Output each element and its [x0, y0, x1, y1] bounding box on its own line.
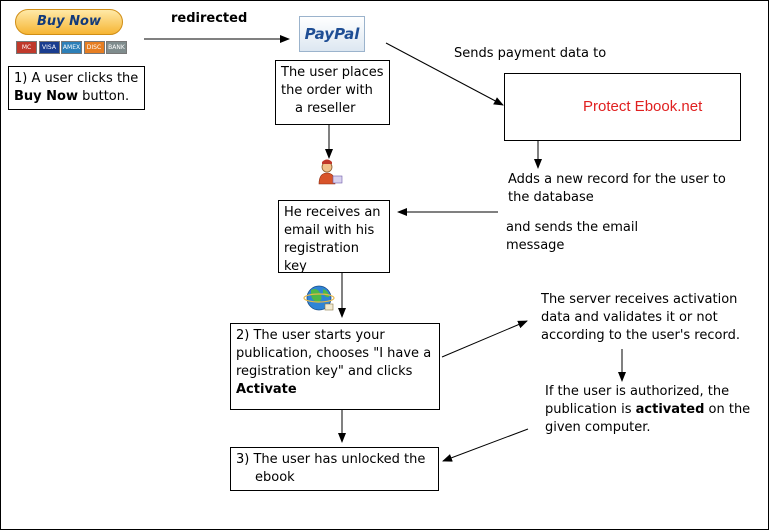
arrow-step2-to-server	[441, 320, 528, 358]
step2-line2: publication, chooses "I have a	[236, 346, 432, 361]
email-line2: email with his	[284, 223, 375, 238]
arrow-paypal-to-server	[385, 42, 504, 106]
authorized-line2-suffix: on the	[708, 402, 751, 417]
edge-label-redirected: redirected	[171, 11, 248, 26]
sends-email-line1: and sends the email	[506, 220, 639, 235]
buy-now-button[interactable]: Buy Now	[15, 9, 123, 35]
user-icon	[318, 159, 343, 185]
server-validates-text: The server receives activation data and …	[541, 291, 740, 345]
authorized-text: If the user is authorized, the publicati…	[545, 383, 750, 437]
adds-record-line2: the database	[508, 190, 594, 205]
email-line3: registration key	[284, 241, 360, 274]
card-bank-icon: BANK	[106, 41, 127, 54]
validates-line3: according to the user's record.	[541, 328, 740, 343]
step3-box: 3) The user has unlocked the ebook	[230, 447, 439, 491]
step1-bold: Buy Now	[14, 89, 78, 104]
authorized-line3: given computer.	[545, 420, 651, 435]
authorized-line1: If the user is authorized, the	[545, 384, 730, 399]
server-label: Protect Ebook.net	[583, 98, 703, 115]
reseller-line2: the order with	[281, 83, 373, 98]
sends-email-line2: message	[506, 238, 565, 253]
card-amex-icon: AMEX	[61, 41, 82, 54]
reseller-box: The user places the order with a reselle…	[275, 60, 390, 125]
adds-record-line1: Adds a new record for the user to	[508, 172, 726, 187]
server-box: Protect Ebook.net	[504, 73, 741, 141]
authorized-line2-bold: activated	[635, 402, 705, 417]
step1-suffix: button.	[82, 89, 130, 104]
step3-line2: ebook	[255, 470, 295, 485]
card-discover-icon: DISC	[83, 41, 105, 54]
step2-line1: 2) The user starts your	[236, 328, 385, 343]
reseller-line3: a reseller	[295, 101, 356, 116]
validates-line2: data and validates it or not	[541, 310, 718, 325]
paypal-logo: PayPal	[299, 16, 365, 52]
edge-label-sends-payment: Sends payment data to	[454, 46, 607, 61]
step3-line1: 3) The user has unlocked the	[236, 452, 426, 467]
email-box: He receives an email with his registrati…	[278, 200, 390, 274]
globe-icon	[303, 285, 335, 311]
step2-bold: Activate	[236, 382, 297, 397]
authorized-line2-prefix: publication is	[545, 402, 632, 417]
arrow-authorized-to-step3	[442, 428, 529, 462]
step2-box: 2) The user starts your publication, cho…	[230, 323, 440, 410]
adds-record-text: Adds a new record for the user to the da…	[508, 171, 726, 207]
email-line1: He receives an	[284, 205, 381, 220]
step2-line3: registration key" and clicks	[236, 364, 413, 379]
card-visa-icon: VISA	[38, 41, 60, 54]
step1-box: 1) A user clicks the Buy Now button.	[8, 66, 145, 110]
card-mastercard-icon: MC	[16, 41, 37, 54]
sends-email-text: and sends the email message	[506, 219, 638, 255]
reseller-line1: The user places	[281, 65, 384, 80]
validates-line1: The server receives activation	[541, 292, 738, 307]
step1-prefix: 1) A user clicks the	[14, 71, 139, 86]
